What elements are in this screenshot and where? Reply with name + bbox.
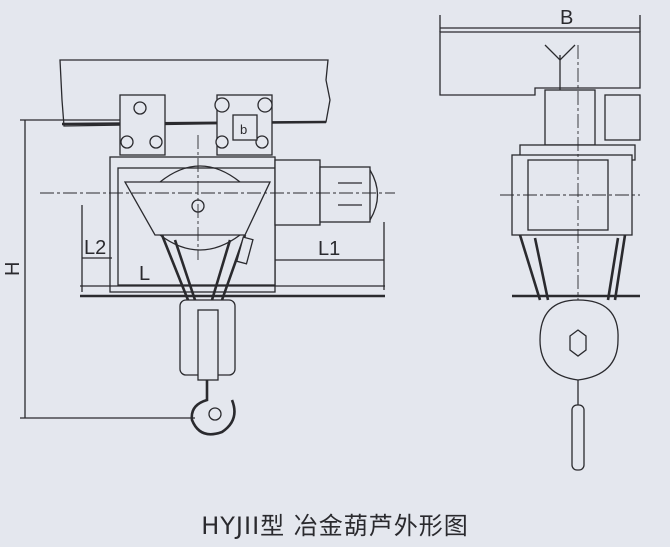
front-view: b bbox=[20, 59, 395, 436]
motor-side bbox=[604, 94, 641, 141]
hook-side bbox=[571, 404, 585, 471]
dim-label-H: H bbox=[2, 262, 24, 276]
drawing-caption: HYJII型 冶金葫芦外形图 bbox=[201, 512, 469, 540]
girder-side bbox=[439, 31, 641, 96]
svg-text:b: b bbox=[240, 122, 247, 137]
motor bbox=[319, 166, 371, 223]
gearbox bbox=[274, 159, 321, 226]
dim-label-L: L bbox=[139, 263, 150, 285]
dim-label-L2: L2 bbox=[84, 237, 106, 259]
girder bbox=[59, 59, 331, 127]
dim-label-L1: L1 bbox=[318, 238, 340, 260]
hook bbox=[190, 380, 236, 436]
dim-label-B: B bbox=[560, 7, 573, 29]
side-view bbox=[439, 15, 641, 471]
